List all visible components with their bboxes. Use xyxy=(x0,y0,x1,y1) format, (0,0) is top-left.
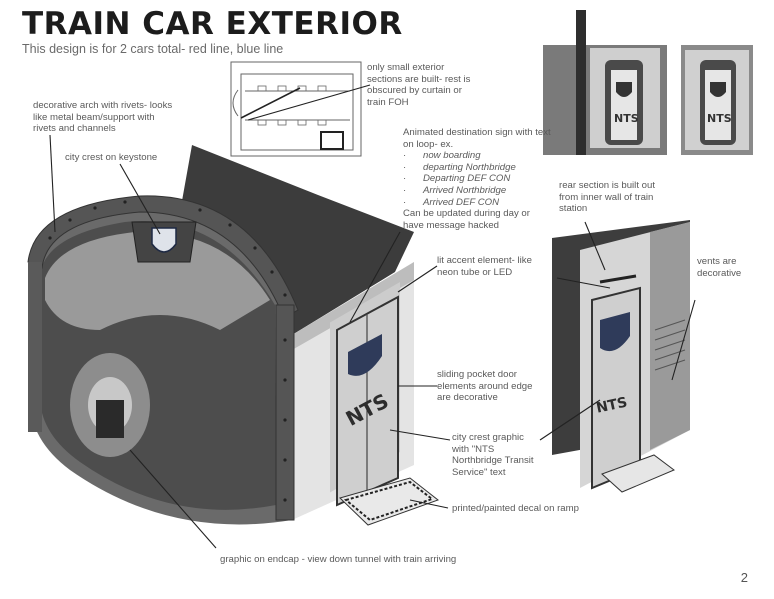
note-sliding-door: sliding pocket door elements around edge… xyxy=(437,369,533,404)
side-car-model: NTS xyxy=(552,220,690,493)
dest-sign-outro: Can be updated during day or have messag… xyxy=(403,208,530,231)
main-car-model: NTS xyxy=(27,145,440,526)
floorplan-sketch xyxy=(230,61,362,157)
list-item: Departing DEF CON xyxy=(403,173,553,185)
page-number: 2 xyxy=(740,570,748,585)
list-item: Arrived DEF CON xyxy=(403,197,553,209)
page-subtitle: This design is for 2 cars total- red lin… xyxy=(22,42,284,56)
svg-text:NTS: NTS xyxy=(614,112,639,125)
reference-thumbnails: NTS NTS xyxy=(543,10,753,155)
note-city-crest-keystone: city crest on keystone xyxy=(65,152,158,163)
dest-sign-intro: Animated destination sign with text on l… xyxy=(403,127,551,150)
dest-sign-list: now boarding departing Northbridge Depar… xyxy=(403,150,553,208)
annotation-leaders xyxy=(49,84,696,549)
note-rear-section: rear section is built out from inner wal… xyxy=(559,180,655,215)
note-destination-sign: Animated destination sign with text on l… xyxy=(403,127,553,231)
note-endcap-graphic: graphic on endcap - view down tunnel wit… xyxy=(220,554,457,565)
note-lit-accent: lit accent element- like neon tube or LE… xyxy=(437,255,532,278)
svg-text:NTS: NTS xyxy=(707,112,732,125)
note-vents: vents are decorative xyxy=(697,256,742,279)
list-item: Arrived Northbridge xyxy=(403,185,553,197)
page-title: TRAIN CAR EXTERIOR xyxy=(22,6,403,42)
note-decal-ramp: printed/painted decal on ramp xyxy=(452,503,579,514)
list-item: departing Northbridge xyxy=(403,162,553,174)
list-item: now boarding xyxy=(403,150,553,162)
note-crest-graphic: city crest graphic with "NTS Northbridge… xyxy=(452,432,534,478)
note-decorative-arch: decorative arch with rivets- looks like … xyxy=(33,100,173,135)
svg-text:NTS: NTS xyxy=(595,395,629,417)
note-exterior-sections: only small exterior sections are built- … xyxy=(367,62,471,108)
